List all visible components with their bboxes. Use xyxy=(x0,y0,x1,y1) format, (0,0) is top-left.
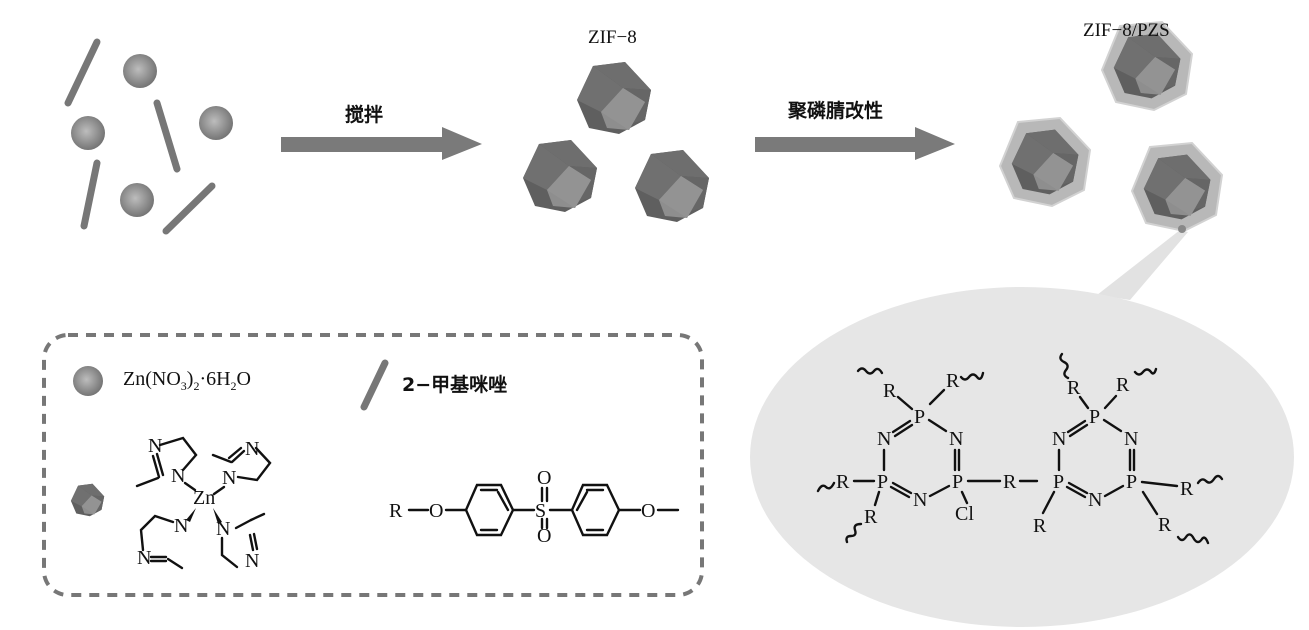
coated-crystal xyxy=(1000,118,1090,206)
svg-text:N: N xyxy=(137,547,151,569)
arrow-label-stirring: 搅拌 xyxy=(345,104,384,126)
legend-crystal-icon xyxy=(70,483,105,517)
svg-text:N: N xyxy=(245,438,259,460)
svg-text:N: N xyxy=(148,435,162,457)
svg-text:O: O xyxy=(537,525,551,547)
imidazole-rod xyxy=(64,38,101,107)
svg-text:N: N xyxy=(174,515,188,537)
svg-text:R: R xyxy=(883,380,897,402)
zinc-salt-sphere xyxy=(71,116,105,150)
svg-text:N: N xyxy=(216,518,230,540)
svg-text:R: R xyxy=(864,506,878,528)
legend-methylimidazole-label: 2−甲基咪唑 xyxy=(402,374,508,396)
svg-text:R: R xyxy=(1158,514,1172,536)
svg-text:R: R xyxy=(836,471,850,493)
zn-imidazole-complex: Zn N N N N N N N N xyxy=(135,435,272,572)
arrow-stirring xyxy=(281,127,482,160)
imidazole-rod xyxy=(162,182,216,235)
legend-sphere-icon xyxy=(73,366,103,396)
svg-text:N: N xyxy=(877,428,891,450)
svg-text:N: N xyxy=(222,467,236,489)
callout-cone xyxy=(1097,230,1188,300)
zinc-salt-sphere xyxy=(123,54,157,88)
callout-ellipse xyxy=(750,287,1294,627)
svg-text:R: R xyxy=(946,370,960,392)
zif8-pzs-label: ZIF−8/PZS xyxy=(1083,20,1170,41)
svg-text:R: R xyxy=(1003,471,1017,493)
zif8-label: ZIF−8 xyxy=(588,27,637,48)
svg-text:R: R xyxy=(389,500,403,522)
svg-text:O: O xyxy=(537,467,551,489)
svg-text:R: R xyxy=(1067,377,1081,399)
svg-text:P: P xyxy=(952,471,963,493)
svg-text:P: P xyxy=(877,471,888,493)
imidazole-rod xyxy=(80,159,101,230)
svg-text:P: P xyxy=(914,406,925,428)
svg-text:P: P xyxy=(1126,471,1137,493)
svg-text:R: R xyxy=(1033,515,1047,537)
svg-text:N: N xyxy=(913,489,927,511)
legend-zinc-salt-formula: Zn(NO3)2·6H2O xyxy=(123,368,251,393)
reactant-imidazole-rods xyxy=(64,38,216,235)
phosphazene-structure: P N N P P N Cl R R R R R P N N P P N xyxy=(816,352,1224,545)
zif8-crystal xyxy=(635,150,709,222)
coated-crystal xyxy=(1132,143,1222,231)
svg-text:O: O xyxy=(429,500,443,522)
svg-text:P: P xyxy=(1089,406,1100,428)
pzs-monomer-structure: R O S O O O xyxy=(389,467,680,547)
svg-text:N: N xyxy=(1088,489,1102,511)
legend-rod-icon xyxy=(360,359,389,411)
zif8-pzs-crystals xyxy=(1000,22,1222,233)
zif8-crystal xyxy=(577,62,651,134)
zif8-crystals xyxy=(523,62,709,222)
arrow-label-pzs-modification: 聚磷腈改性 xyxy=(788,100,884,122)
svg-text:N: N xyxy=(245,550,259,572)
zinc-salt-sphere xyxy=(120,183,154,217)
svg-text:Cl: Cl xyxy=(955,503,974,525)
svg-text:N: N xyxy=(171,465,185,487)
svg-text:R: R xyxy=(1180,478,1194,500)
zn-atom-label: Zn xyxy=(193,487,215,509)
svg-text:N: N xyxy=(949,428,963,450)
arrow-pzs-modification xyxy=(755,127,955,160)
zinc-salt-sphere xyxy=(199,106,233,140)
svg-text:N: N xyxy=(1052,428,1066,450)
svg-text:O: O xyxy=(641,500,655,522)
reactant-zinc-spheres xyxy=(71,54,233,217)
svg-text:P: P xyxy=(1053,471,1064,493)
svg-text:R: R xyxy=(1116,374,1130,396)
zif8-crystal xyxy=(523,140,597,212)
imidazole-rod xyxy=(153,99,181,173)
svg-text:S: S xyxy=(535,500,546,522)
svg-text:N: N xyxy=(1124,428,1138,450)
